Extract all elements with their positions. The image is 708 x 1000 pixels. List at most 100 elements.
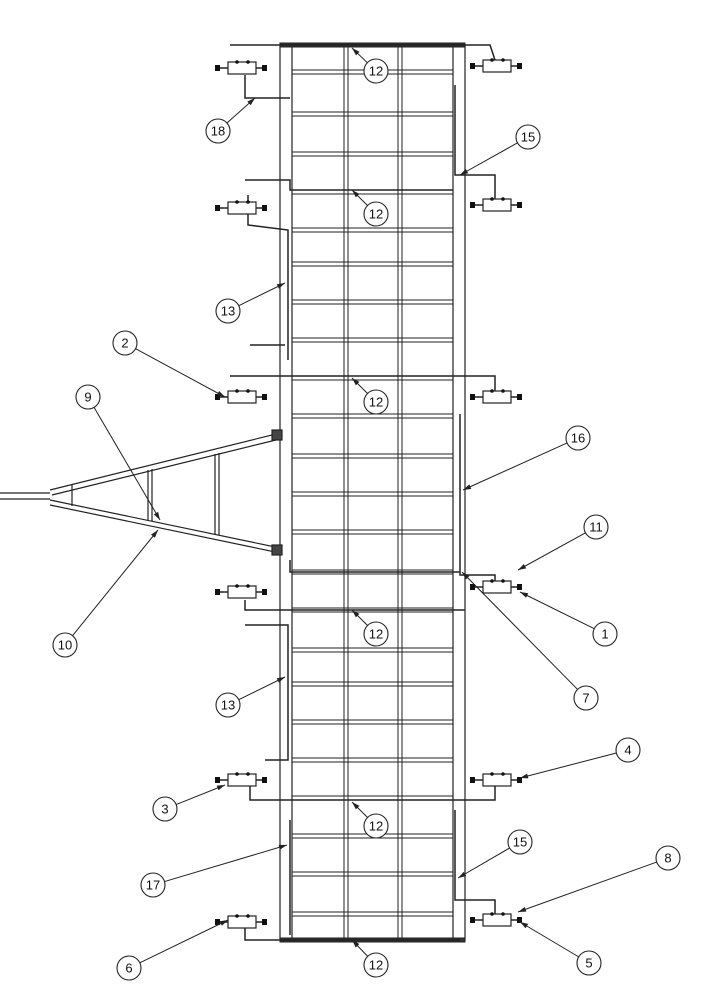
cylinder-body [482,773,512,787]
leader-arrowhead [216,390,225,397]
hitch [0,429,283,556]
cylinder-clevis [215,589,220,595]
cylinder-clevis [470,777,475,783]
cylinder-port [501,579,505,583]
cylinder-port [501,58,505,62]
cylinder-clevis [215,919,220,925]
toolbar-frame [0,42,466,943]
leader-arrowhead [151,530,158,538]
callout-label-12: 12 [369,64,383,79]
hydraulic-cylinder [470,579,522,594]
leader-arrowhead [352,940,360,948]
callout-bubble-2 [112,330,138,356]
callout-bubble-6 [116,955,142,981]
callout-label-1: 1 [601,627,608,642]
hydraulic-hose [244,600,465,611]
cylinder-clevis [262,65,267,71]
leader-arrowhead [153,511,160,520]
cylinder-port [501,197,505,201]
callout-label-2: 2 [121,336,128,351]
leader-arrowhead [352,190,360,198]
cylinder-body [227,390,257,404]
leader-arrowhead [520,922,529,929]
leader-line-11 [517,532,586,571]
cylinder-port [246,584,250,588]
callout-label-7: 7 [582,691,589,706]
hydraulic-hose [459,414,496,585]
callout-bubble-15 [515,124,541,150]
cylinder-body [482,580,512,594]
leader-line-16 [462,442,568,491]
cylinder-port [490,579,494,583]
callout-label-17: 17 [146,878,160,893]
leader-line-15 [459,142,518,176]
leader-arrowhead [276,283,285,289]
callout-label-12: 12 [369,627,383,642]
callout-label-12: 12 [369,207,383,222]
cylinder-port [235,60,239,64]
cylinder-body [227,201,257,215]
callout-bubble-5 [576,950,602,976]
leader-arrowhead [518,906,527,912]
callout-label-11: 11 [589,520,603,535]
cylinder-clevis [215,394,220,400]
cylinder-body [482,913,512,927]
cylinder-clevis [470,917,475,923]
hydraulic-hose [247,195,289,360]
cylinder-clevis [470,63,475,69]
cylinder-body [482,198,512,212]
cylinder-clevis [262,919,267,925]
leader-arrowhead [278,844,287,850]
callout-bubble-12 [363,621,389,647]
hydraulic-cylinder [470,772,522,787]
callout-label-12: 12 [369,819,383,834]
leader-arrowhead [463,484,472,490]
leader-line-3 [175,784,226,806]
hydraulic-cylinder [215,60,267,75]
callout-bubble-9 [75,384,101,410]
hydraulic-hose [249,780,496,801]
cylinder-group [215,58,522,929]
hydraulic-cylinder [470,58,522,73]
hydraulic-hose [230,44,496,61]
callout-label-13: 13 [221,698,235,713]
hydraulic-cylinder [470,197,522,212]
hitch-pivot [271,429,283,441]
cylinder-port [235,389,239,393]
hitch-lower-arm [49,504,281,554]
cylinder-port [490,197,494,201]
cylinder-port [490,389,494,393]
hydraulic-cylinder [215,389,267,404]
leader-arrowhead [352,378,360,386]
hydraulic-cylinder [215,772,267,787]
callout-bubble-13 [215,692,241,718]
callout-bubble-7 [573,685,599,711]
leader-line-1 [519,591,595,630]
leader-arrowhead [216,785,225,791]
hydraulic-hose [230,375,496,392]
cylinder-clevis [215,65,220,71]
hydraulic-cylinder [470,389,522,404]
leader-line-10 [72,529,159,636]
callout-bubble-3 [152,796,178,822]
cylinder-clevis [470,202,475,208]
leader-arrowhead [462,572,470,580]
hydraulic-hose [245,624,289,761]
hydraulic-cylinder [470,912,522,927]
callout-label-12: 12 [369,395,383,410]
leader-line-9 [93,407,161,521]
cylinder-body [482,390,512,404]
callout-label-8: 8 [664,851,671,866]
callout-label-6: 6 [125,961,132,976]
cylinder-port [501,772,505,776]
leader-arrowhead [247,98,255,106]
cylinder-port [490,772,494,776]
leader-arrowhead [460,168,469,175]
leader-arrowhead [520,773,529,779]
right-rail [452,44,466,941]
leader-lines [72,47,657,964]
callout-label-3: 3 [161,802,168,817]
hydraulic-hose [244,75,290,99]
